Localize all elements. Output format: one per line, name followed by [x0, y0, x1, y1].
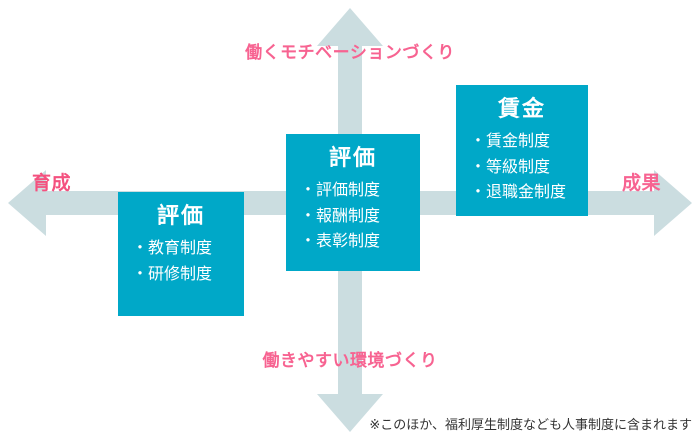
list-item: ・研修制度 — [132, 263, 213, 283]
axis-label-top: 働くモチベーションづくり — [245, 43, 455, 63]
list-item: ・等級制度 — [470, 156, 551, 176]
list-item: ・教育制度 — [132, 238, 213, 257]
footnote: ※このほか、福利厚生制度なども人事制度に含まれます — [369, 418, 692, 433]
concept-box-center-title: 評価 — [328, 146, 377, 171]
concept-box-left: 評価 ・教育制度 ・研修制度 — [118, 192, 244, 316]
list-item: ・表彰制度 — [300, 231, 381, 251]
axis-label-bottom: 働きやすい環境づくり — [262, 351, 438, 371]
axis-label-left: 育成 — [32, 172, 72, 194]
list-item: ・退職金制度 — [470, 182, 567, 202]
list-item: ・賃金制度 — [470, 131, 551, 150]
concept-box-right-title: 賃金 — [497, 97, 546, 122]
concept-box-left-items: ・教育制度 ・研修制度 — [118, 235, 244, 286]
concept-box-center: 評価 ・評価制度 ・報酬制度 ・表彰制度 — [286, 134, 420, 271]
list-item: ・評価制度 — [300, 180, 381, 199]
concept-box-left-title: 評価 — [156, 204, 205, 229]
list-item: ・報酬制度 — [300, 205, 381, 225]
concept-box-right: 賃金 ・賃金制度 ・等級制度 ・退職金制度 — [456, 85, 588, 216]
concept-box-right-items: ・賃金制度 ・等級制度 ・退職金制度 — [456, 128, 588, 205]
axis-label-right: 成果 — [622, 172, 662, 194]
concept-box-center-items: ・評価制度 ・報酬制度 ・表彰制度 — [286, 177, 420, 254]
